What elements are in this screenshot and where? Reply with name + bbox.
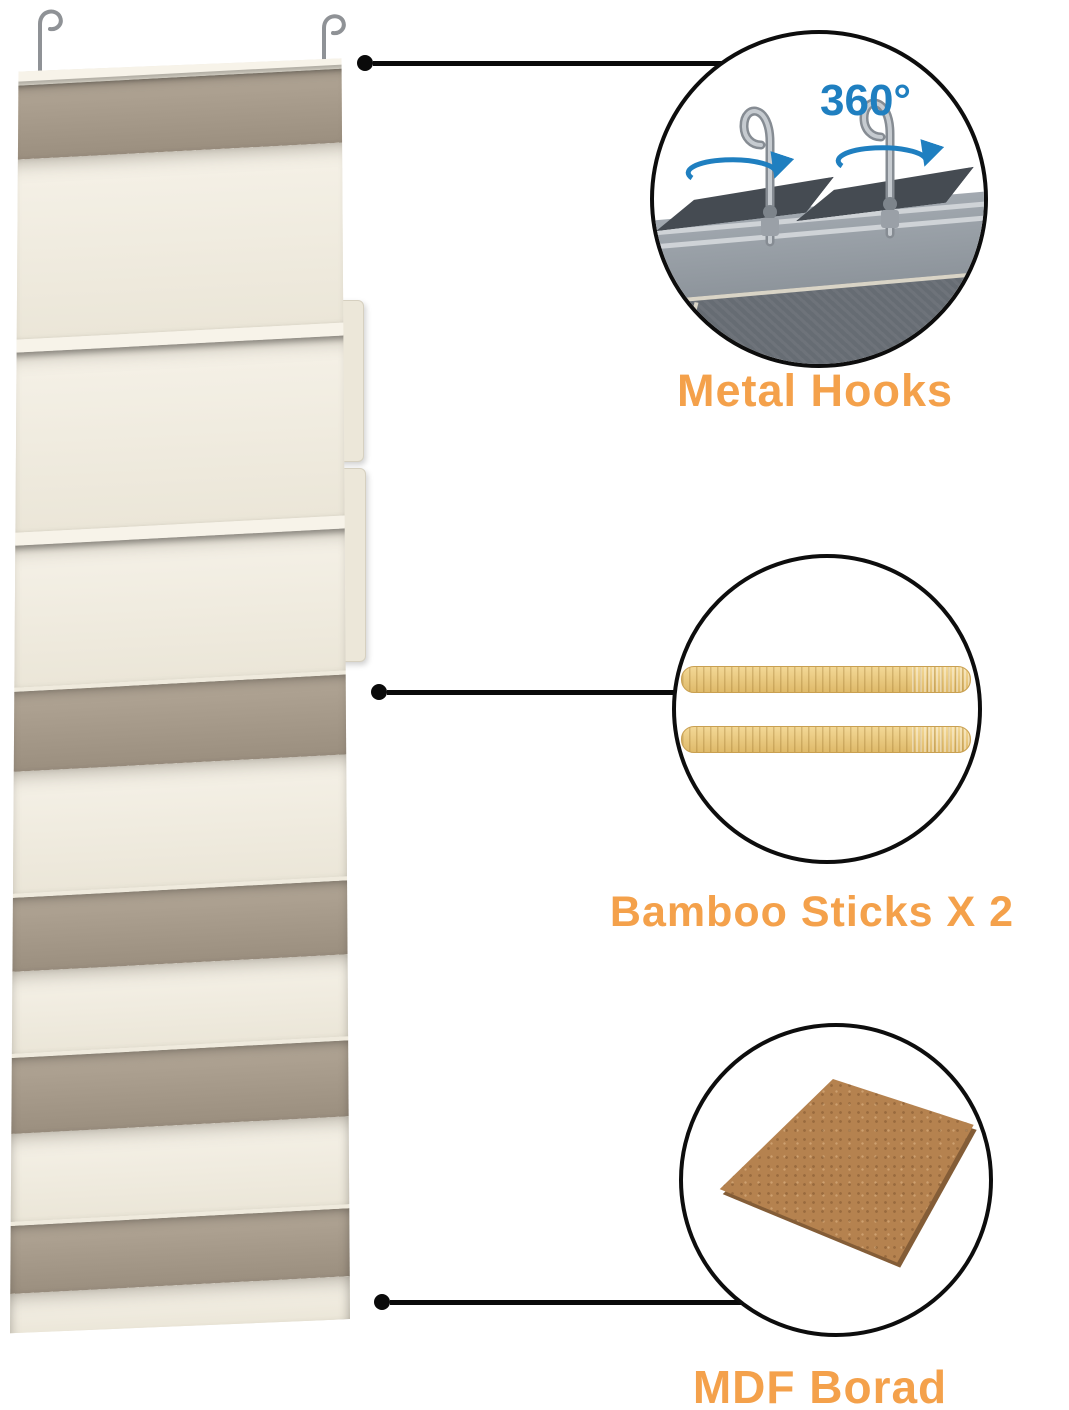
hanging-organizer-photo [6,0,366,1360]
mdf-board-surface [719,1079,974,1263]
leader-line [387,689,675,695]
leader-line [390,1299,746,1305]
leader-dot [357,55,373,71]
hanger-hook-icon [322,14,346,74]
leader-line-bamboo [371,684,675,700]
bamboo-sticks-detail-bubble [672,554,982,864]
compartment [10,335,350,533]
compartment [10,142,350,340]
rotation-arrows-icon [685,139,945,181]
mdf-board-detail-bubble [679,1023,993,1337]
bamboo-stick-icon [681,666,971,693]
swivel-hook-icon [859,98,899,239]
mdf-board-icon [683,1027,989,1333]
organizer-body [10,54,350,1337]
rotation-360-label: 360° [820,76,912,125]
metal-hooks-label: Metal Hooks [676,365,954,416]
leader-line-metal-hooks [357,55,723,71]
mdf-board-label: MDF Borad [692,1361,948,1410]
compartment [10,528,350,688]
leader-dot [371,684,387,700]
leader-line [373,60,723,66]
leader-dot [374,1294,390,1310]
leader-line-mdf [374,1294,746,1310]
swivel-hook-icon [739,106,779,247]
hanger-hook-icon [38,9,63,76]
bamboo-stick-icon [681,726,971,753]
compartment [10,754,350,894]
bamboo-sticks-label: Bamboo Sticks X 2 [609,888,1015,936]
metal-hooks-detail-bubble: 360° [650,30,988,368]
